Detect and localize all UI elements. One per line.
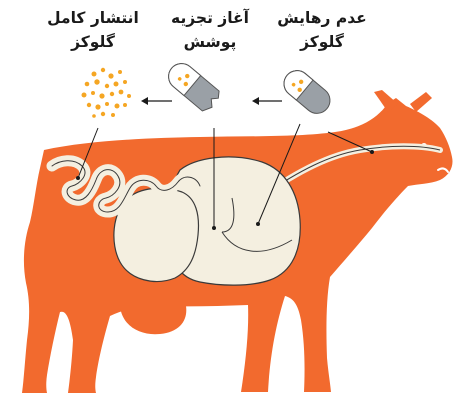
- pointer-dot-intestine: [76, 176, 80, 180]
- arrow-left-icon-2: [141, 97, 172, 105]
- arrow-left-icon: [252, 97, 282, 105]
- cow-udder: [120, 306, 186, 334]
- pointer-dot-abomasum: [212, 226, 216, 230]
- pointer-dot-esophagus: [370, 150, 374, 154]
- intact-capsule-icon: [279, 65, 336, 118]
- pointer-dot-rumen: [256, 222, 260, 226]
- broken-capsule-icon: [163, 58, 223, 114]
- cow-ear-right: [410, 92, 432, 112]
- glucose-granules-icon: [82, 68, 132, 118]
